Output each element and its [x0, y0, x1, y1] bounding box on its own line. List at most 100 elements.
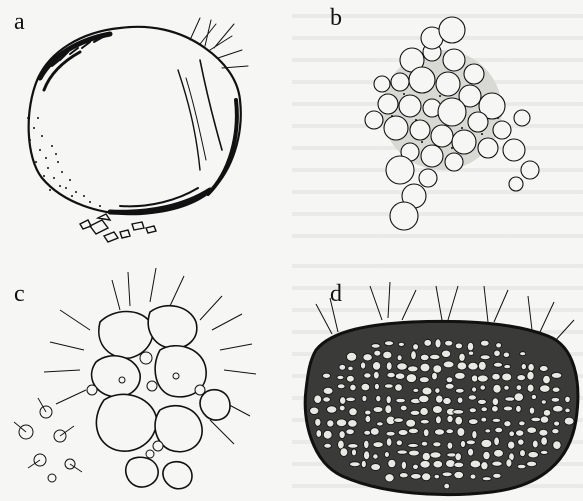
pebble [496, 343, 502, 348]
pebble [413, 464, 419, 469]
pebble [406, 419, 416, 427]
pebble [433, 406, 443, 414]
pebble [430, 354, 440, 359]
pebble [454, 462, 464, 467]
pebble [315, 418, 321, 426]
pebble [340, 397, 346, 405]
pebble [504, 365, 511, 369]
pebble [470, 474, 476, 479]
pebble [339, 405, 345, 411]
pebble [436, 416, 442, 424]
pebble [527, 427, 537, 433]
pebble [532, 440, 538, 448]
pebble [485, 429, 491, 433]
pebble [420, 461, 430, 469]
pebble [346, 397, 356, 401]
pebble [540, 366, 549, 372]
pebble [363, 354, 372, 361]
pebble [397, 450, 407, 454]
pebble [472, 431, 477, 439]
pebble [531, 417, 541, 421]
pebble [422, 387, 432, 395]
pebble [346, 429, 354, 435]
pebble [436, 395, 443, 403]
pebble [399, 473, 408, 478]
pebble [466, 440, 475, 445]
pebble [350, 462, 361, 467]
pebble [481, 462, 488, 470]
panel-d: d [292, 250, 583, 501]
pebble [420, 408, 428, 416]
panel-label-a: a [14, 10, 25, 34]
pebble [420, 363, 430, 372]
pebble [314, 395, 322, 403]
pebble [424, 340, 432, 347]
pebble [423, 429, 429, 437]
pebble [551, 398, 560, 403]
pebble [506, 459, 512, 467]
pebble [519, 421, 525, 426]
pebble [457, 397, 463, 403]
pebble [469, 419, 479, 425]
pebble [553, 405, 563, 412]
pebble [543, 375, 551, 383]
pebble [323, 397, 331, 402]
pebble [385, 474, 394, 482]
pebble [469, 408, 476, 413]
pebble [492, 398, 498, 406]
pebble [543, 410, 550, 417]
pebble [408, 428, 418, 433]
pebble [503, 352, 509, 357]
pebble [383, 351, 392, 359]
pebble [420, 420, 429, 424]
pebble [406, 374, 416, 383]
pebble [386, 438, 392, 446]
pebble [364, 451, 370, 460]
pebble [531, 395, 536, 400]
pebble [502, 373, 512, 381]
pebble [528, 452, 538, 458]
pebble [316, 430, 322, 438]
pebble [396, 398, 406, 402]
pebble [443, 398, 451, 405]
pebble [552, 387, 560, 392]
pebble [365, 410, 371, 415]
pebble [421, 441, 427, 446]
pebble [468, 351, 473, 355]
pebble [470, 460, 481, 468]
pebble [468, 362, 478, 370]
pebble [384, 452, 389, 458]
pebble [433, 461, 443, 468]
pebble [386, 362, 392, 370]
pebble [352, 449, 357, 456]
pebble [494, 362, 503, 367]
bubble-cluster-illustration [292, 0, 583, 250]
pebble [481, 439, 492, 447]
pebble [564, 417, 574, 425]
pebble [540, 416, 548, 423]
pebble [467, 342, 473, 350]
pebble [453, 410, 464, 415]
pebble [434, 474, 439, 479]
pebble [350, 384, 356, 391]
pebble [516, 385, 522, 391]
pebble [442, 350, 451, 357]
pebble [364, 440, 369, 448]
pebble [541, 400, 546, 404]
pebble [395, 373, 404, 379]
pebble [373, 454, 378, 459]
pebble [397, 355, 402, 361]
pebble [373, 442, 383, 448]
pebble [432, 372, 438, 380]
pebble [520, 450, 526, 457]
pebble [422, 452, 430, 460]
pebble [433, 442, 441, 447]
pebble [347, 375, 355, 382]
pebble [468, 448, 474, 456]
pebble [348, 444, 358, 449]
pebble [396, 440, 402, 446]
pebble [529, 407, 534, 414]
pebble [504, 385, 509, 390]
pebble [468, 395, 476, 400]
